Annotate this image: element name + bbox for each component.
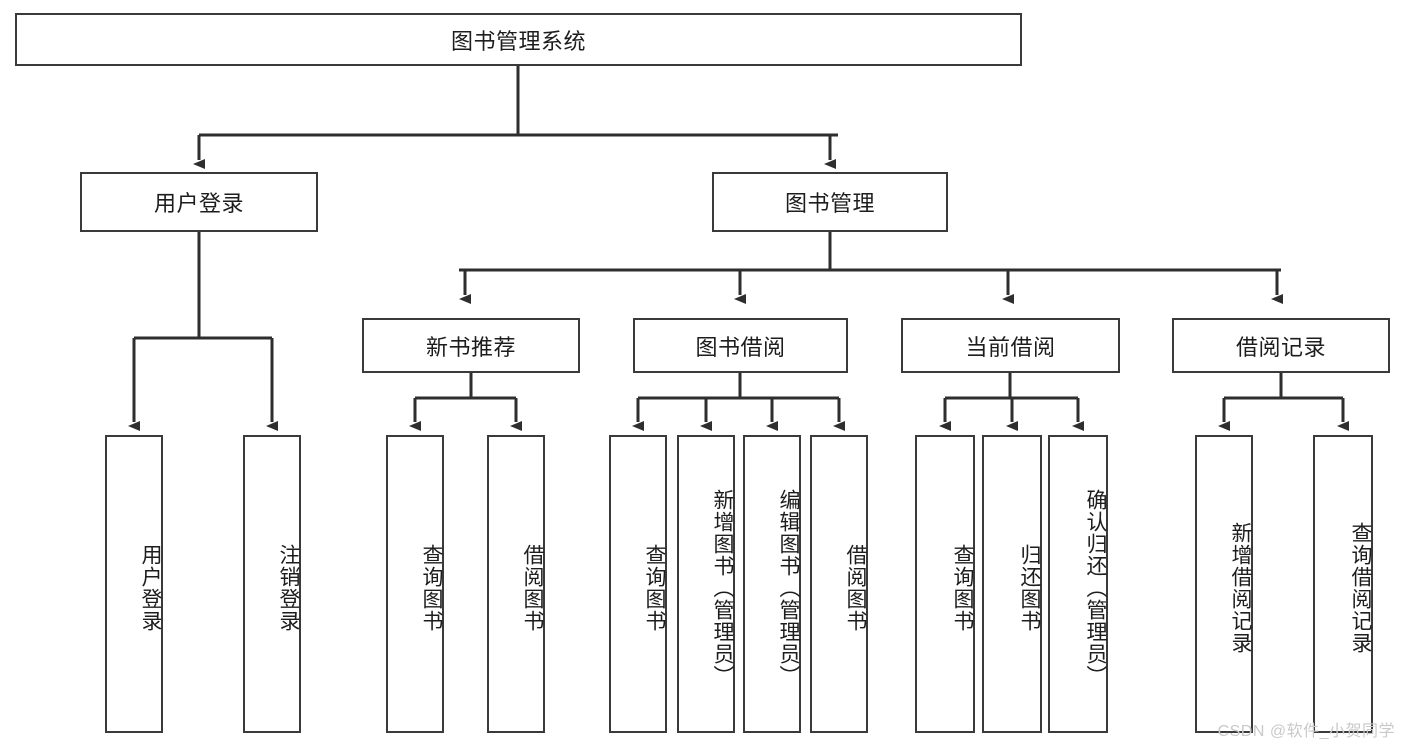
leaf-add-book-admin[interactable]: 新增图书（管理员） [677,435,735,733]
leaf-logout-login-label: 注销登录 [277,544,300,632]
leaf-query-book-recommend[interactable]: 查询图书 [386,435,444,733]
leaf-borrow-book-label: 借阅图书 [844,544,867,632]
node-book-borrow-label: 图书借阅 [695,334,786,360]
node-new-book-recommend-label: 新书推荐 [425,334,516,360]
leaf-user-login[interactable]: 用户登录 [105,435,163,733]
node-borrow-record[interactable]: 借阅记录 [1172,318,1390,373]
node-current-borrow-label: 当前借阅 [965,334,1056,360]
leaf-confirm-return-admin[interactable]: 确认归还（管理员） [1048,435,1108,733]
node-root[interactable]: 图书管理系统 [15,13,1022,66]
leaf-query-book-borrow[interactable]: 查询图书 [609,435,667,733]
watermark: CSDN @软件_小贺同学 [1217,723,1395,740]
leaf-query-book-current-label: 查询图书 [951,544,974,632]
leaf-query-borrow-record-label: 查询借阅记录 [1349,522,1372,654]
leaf-query-book-recommend-label: 查询图书 [420,544,443,632]
leaf-query-borrow-record[interactable]: 查询借阅记录 [1313,435,1373,733]
leaf-add-borrow-record-label: 新增借阅记录 [1229,522,1252,654]
leaf-edit-book-admin[interactable]: 编辑图书（管理员） [743,435,801,733]
node-current-borrow[interactable]: 当前借阅 [901,318,1120,373]
leaf-borrow-book[interactable]: 借阅图书 [810,435,868,733]
node-user-login-label: 用户登录 [153,191,244,216]
node-book-borrow[interactable]: 图书借阅 [633,318,848,373]
leaf-edit-book-admin-label: 编辑图书（管理员） [777,489,800,687]
node-root-label: 图书管理系统 [450,28,586,54]
leaf-confirm-return-admin-label: 确认归还（管理员） [1084,489,1107,687]
leaf-logout-login[interactable]: 注销登录 [243,435,301,733]
leaf-borrow-book-recommend-label: 借阅图书 [521,544,544,632]
leaf-borrow-book-recommend[interactable]: 借阅图书 [487,435,545,733]
leaf-user-login-label: 用户登录 [139,544,162,632]
leaf-query-book-current[interactable]: 查询图书 [915,435,975,733]
leaf-add-book-admin-label: 新增图书（管理员） [711,489,734,687]
node-book-management[interactable]: 图书管理 [712,172,948,232]
node-new-book-recommend[interactable]: 新书推荐 [362,318,580,373]
leaf-query-book-borrow-label: 查询图书 [643,544,666,632]
leaf-add-borrow-record[interactable]: 新增借阅记录 [1195,435,1253,733]
leaf-return-book-label: 归还图书 [1018,544,1041,632]
leaf-return-book[interactable]: 归还图书 [982,435,1042,733]
node-borrow-record-label: 借阅记录 [1235,334,1326,360]
node-book-management-label: 图书管理 [784,191,875,216]
node-user-login[interactable]: 用户登录 [80,172,318,232]
